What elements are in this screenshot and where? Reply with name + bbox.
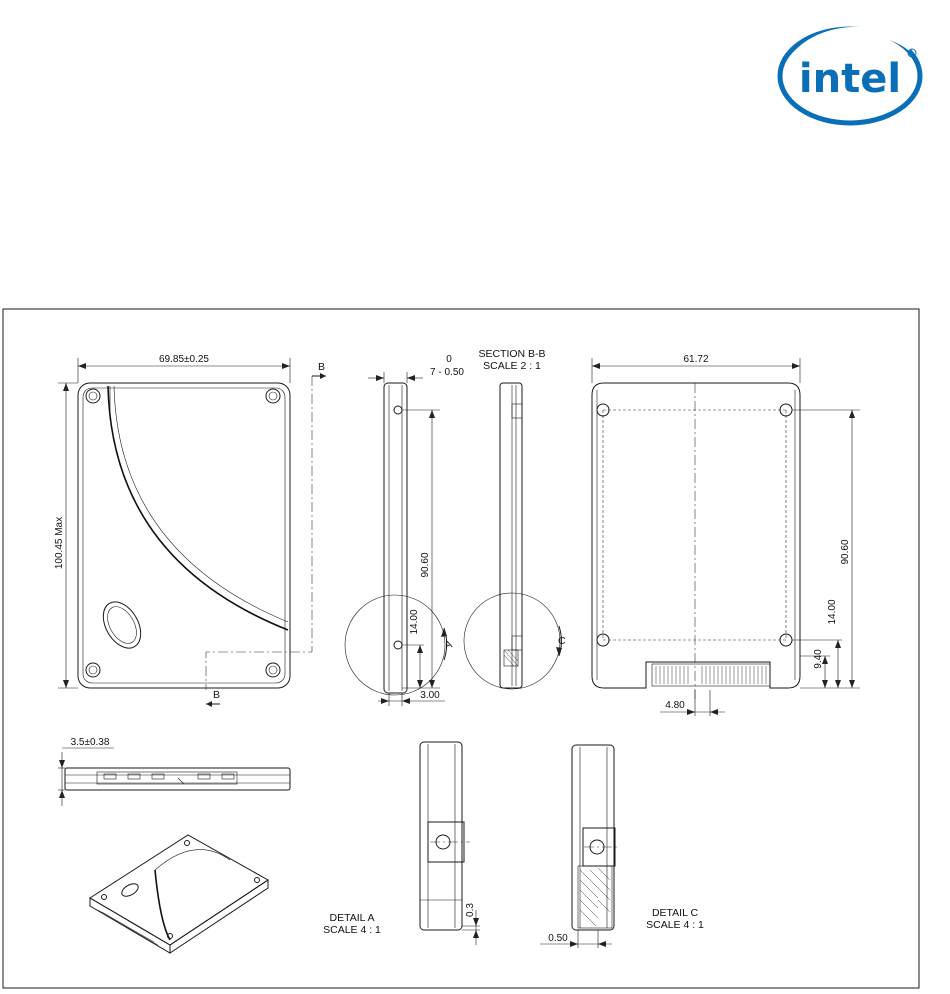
dim-thickness-bottom: 7 - 0.50	[430, 367, 464, 378]
detail-c: 0.50 DETAIL C SCALE 4 : 1	[540, 744, 704, 948]
bottom-view: 61.72 90.60 14.00 9.40 4.80	[591, 354, 860, 716]
detail-c-callout: C	[558, 635, 566, 647]
intel-logo: intel	[777, 26, 923, 126]
detail-a: 0.3 DETAIL A SCALE 4 : 1	[323, 741, 480, 945]
dim-bottom-width: 61.72	[683, 354, 708, 365]
section-scale: SCALE 2 : 1	[483, 360, 541, 372]
detail-c-hatching	[579, 867, 611, 927]
dim-bottom-hole-spacing: 90.60	[840, 539, 851, 564]
side-view: 0 7 - 0.50 90.60 14.00 3.00 A	[344, 354, 464, 706]
dim-connector-gap: 4.80	[665, 700, 685, 711]
detail-c-title: DETAIL C	[652, 907, 699, 919]
detail-a-scale: SCALE 4 : 1	[323, 924, 381, 936]
dim-top-width: 69.85±0.25	[159, 354, 209, 365]
section-marker-top: B	[318, 361, 325, 373]
dim-side-offset: 3.00	[420, 690, 440, 701]
detail-a-callout: A	[443, 638, 454, 652]
drawing-frame	[2, 308, 920, 989]
detail-c-scale: SCALE 4 : 1	[646, 919, 704, 931]
dim-thickness-top: 0	[446, 354, 452, 365]
dim-bottom-connector-offset: 9.40	[813, 649, 824, 669]
dim-top-height: 100.45 Max	[54, 517, 65, 569]
section-b-b: SECTION B-B SCALE 2 : 1 C	[463, 348, 566, 690]
dim-detail-c: 0.50	[548, 933, 568, 944]
dim-side-hole-spacing: 90.60	[420, 552, 431, 577]
front-view: 3.5±0.38	[58, 737, 291, 806]
isometric-view	[89, 834, 269, 954]
logo-text: intel	[799, 56, 901, 102]
detail-a-title: DETAIL A	[330, 912, 375, 924]
connector-pins	[655, 666, 767, 684]
dim-side-lower-hole: 14.00	[409, 609, 420, 634]
dim-detail-a: 0.3	[465, 903, 476, 917]
registered-mark-icon	[907, 48, 917, 58]
dim-bottom-lower-hole: 14.00	[827, 599, 838, 624]
dim-front-height: 3.5±0.38	[71, 737, 110, 748]
top-view: B B 69.85±0.25 100.45 Max	[54, 354, 326, 707]
section-marker-bottom: B	[213, 689, 220, 701]
section-title: SECTION B-B	[478, 348, 545, 360]
